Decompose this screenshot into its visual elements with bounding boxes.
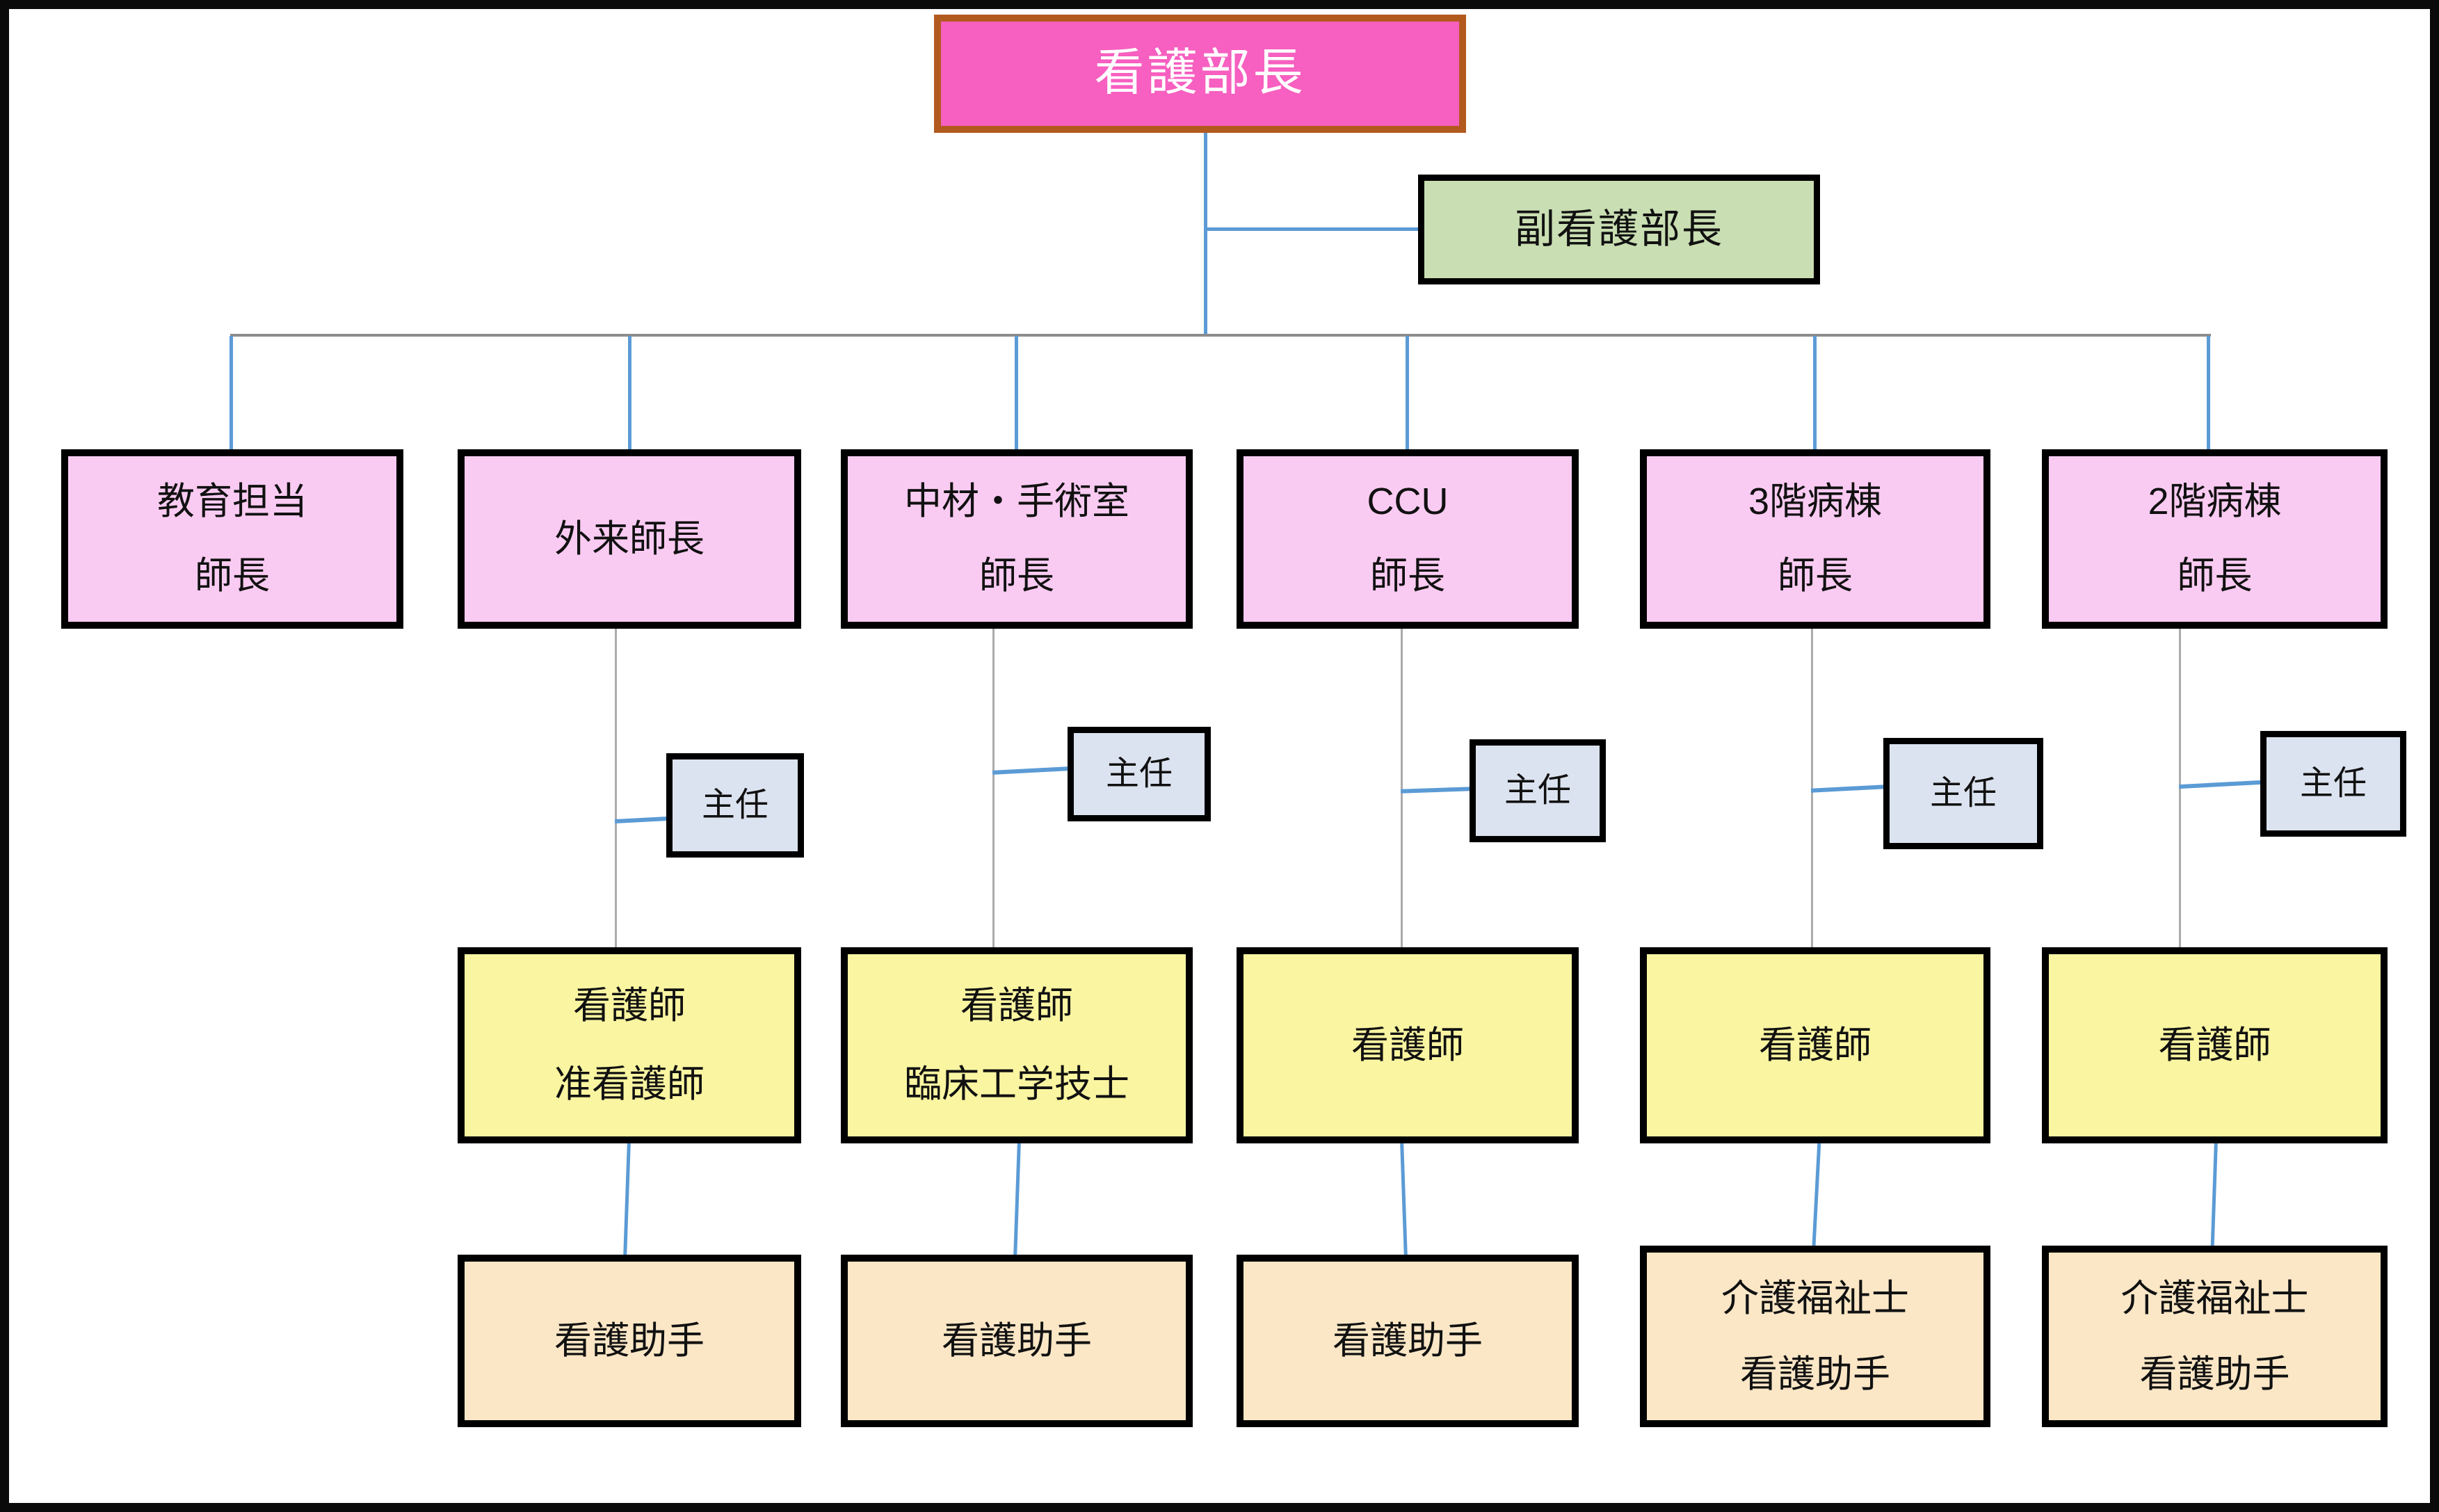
connector-deputy-horizontal: [1205, 227, 1418, 231]
staff-box-ward-2f: 看護師: [2042, 947, 2388, 1143]
connector-drop-ccu: [1406, 336, 1409, 451]
chief-box-ccu: 主任: [1470, 739, 1606, 842]
assistant-box-ward-3f: 介護福祉士 看護助手: [1640, 1246, 1990, 1427]
connector-chief-outpatient: [614, 817, 668, 823]
dept-box-ccu: CCU 師長: [1237, 449, 1579, 629]
staff-box-ward-3f: 看護師: [1640, 947, 1990, 1143]
chief-box-outpatient: 主任: [666, 753, 804, 858]
deputy-director-box: 副看護部長: [1418, 175, 1820, 284]
connector-chief-ccu: [1400, 787, 1472, 794]
connector-chief-ward-3f: [1810, 785, 1885, 793]
connector-assistant-ward-2f: [2210, 1143, 2218, 1257]
connector-chief-central-supply-or: [992, 766, 1070, 775]
assistant-box-ward-2f: 介護福祉士 看護助手: [2042, 1246, 2388, 1427]
connector-outpatient-staff: [615, 629, 617, 947]
staff-box-ccu: 看護師: [1237, 947, 1579, 1143]
deputy-director-label: 副看護部長: [1514, 206, 1723, 252]
staff-box-outpatient: 看護師 准看護師: [458, 947, 801, 1143]
assistant-box-central-supply-or: 看護助手: [841, 1255, 1193, 1427]
director-box: 看護部長: [934, 15, 1466, 133]
connector-drop-ward-2f: [2207, 336, 2210, 454]
chief-box-ward-2f: 主任: [2260, 731, 2406, 837]
assistant-box-outpatient: 看護助手: [458, 1255, 801, 1427]
director-label: 看護部長: [1094, 45, 1306, 102]
dept-box-ward-3f: 3階病棟 師長: [1640, 449, 1990, 629]
dept-box-ward-2f: 2階病棟 師長: [2042, 449, 2388, 629]
chief-box-ward-3f: 主任: [1883, 738, 2043, 849]
connector-assistant-central-supply-or: [1013, 1143, 1021, 1257]
connector-drop-outpatient: [628, 336, 631, 451]
connector-drop-education: [230, 336, 233, 451]
connector-assistant-ward-3f: [1811, 1143, 1821, 1257]
assistant-box-ccu: 看護助手: [1237, 1255, 1579, 1427]
connector-assistant-outpatient: [623, 1143, 631, 1257]
connector-chief-ward-2f: [2178, 780, 2262, 789]
connector-main-rail: [230, 334, 2211, 337]
connector-ccu-staff: [1401, 629, 1403, 947]
staff-box-central-supply-or: 看護師 臨床工学技士: [841, 947, 1193, 1143]
connector-drop-central-supply-or: [1015, 336, 1018, 451]
connector-director-vertical: [1204, 131, 1207, 336]
chief-box-central-supply-or: 主任: [1068, 727, 1211, 821]
dept-box-outpatient: 外来師長: [458, 449, 801, 629]
connector-assistant-ccu: [1400, 1143, 1408, 1257]
connector-drop-ward-3f: [1813, 336, 1817, 451]
dept-box-central-supply-or: 中材・手術室 師長: [841, 449, 1193, 629]
connector-central-supply-or-staff: [992, 629, 995, 947]
dept-box-education: 教育担当 師長: [61, 449, 403, 629]
